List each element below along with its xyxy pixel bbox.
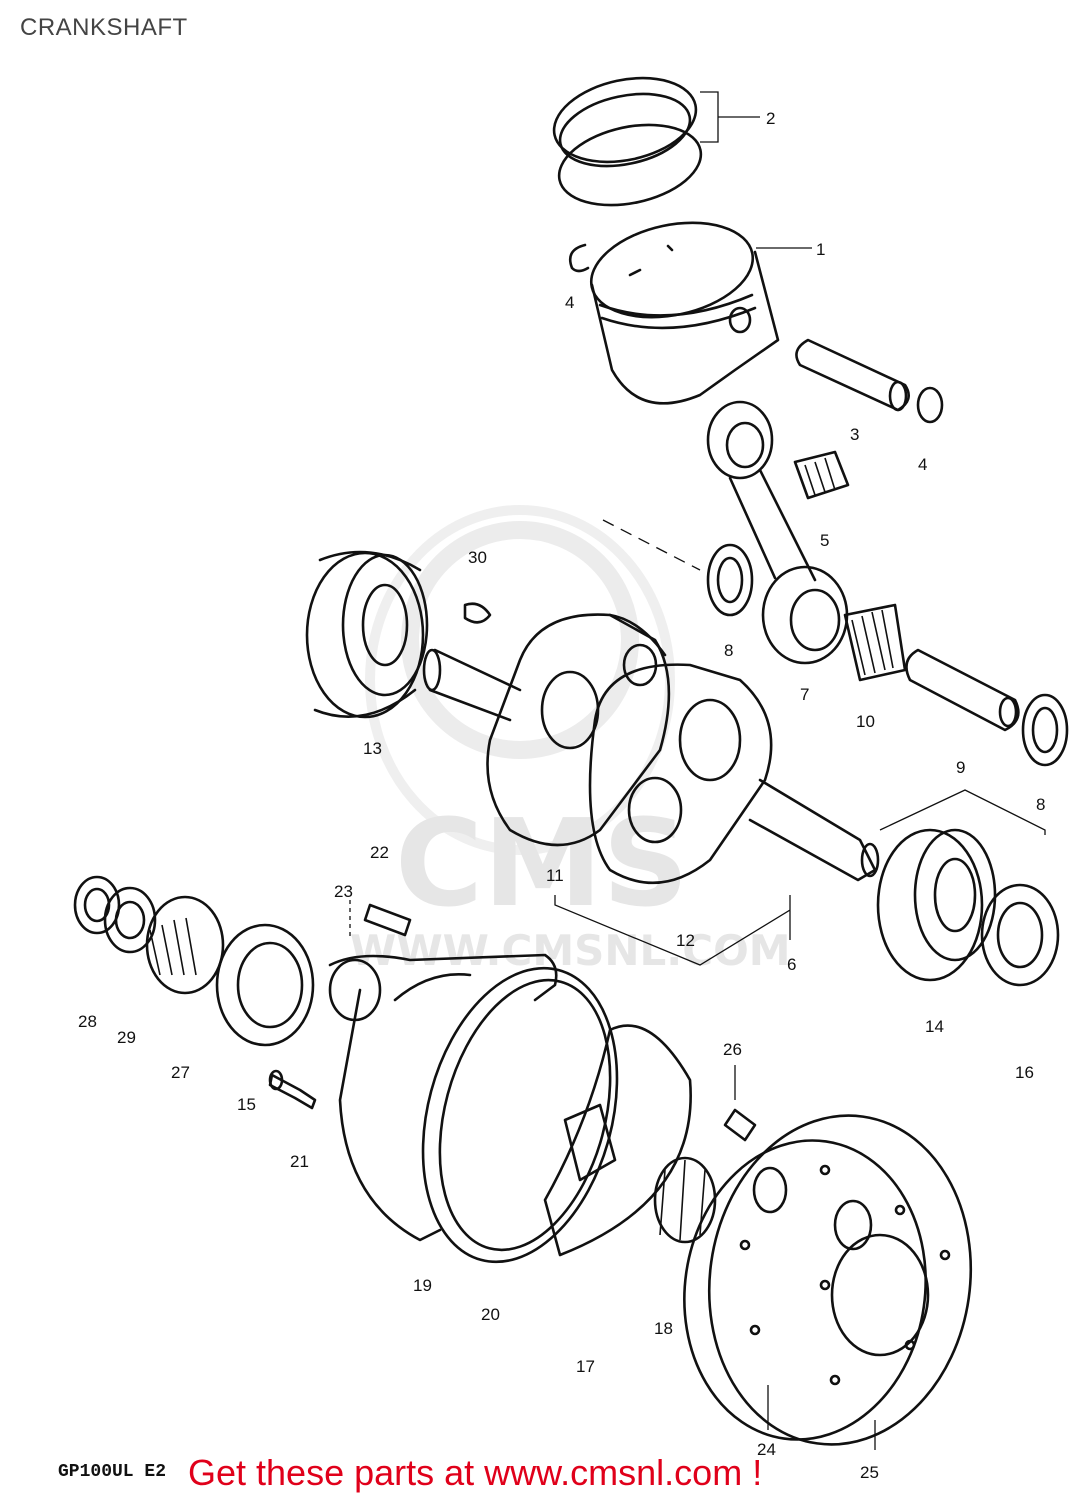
callout-label: 28	[78, 1012, 97, 1031]
callout-label: 18	[654, 1319, 673, 1338]
callout-label: 13	[363, 739, 382, 758]
primary-gear-set	[73, 875, 315, 1047]
clutch-housing	[328, 953, 558, 1242]
piston-pin	[795, 338, 910, 412]
callout-label: 19	[413, 1276, 432, 1295]
watermark: CMS WWW.CMSNL.COM	[350, 505, 791, 975]
right-bearing	[876, 789, 1046, 982]
callout-label: 24	[757, 1440, 776, 1459]
rotor-plate	[543, 1024, 692, 1257]
bolt-26	[723, 1065, 757, 1142]
callout-label: 1	[816, 240, 825, 259]
big-end-bearing	[843, 603, 907, 682]
connecting-rod	[706, 400, 849, 665]
callout-label: 8	[1036, 795, 1045, 814]
left-bearing	[305, 550, 429, 719]
callout-label: 30	[468, 548, 487, 567]
callout-label: 3	[850, 425, 859, 444]
shop-link[interactable]: Get these parts at www.cmsnl.com !	[188, 1452, 763, 1493]
callout-label: 21	[290, 1152, 309, 1171]
callout-label: 20	[481, 1305, 500, 1324]
oil-seal-right	[980, 883, 1060, 987]
callout-label: 12	[676, 931, 695, 950]
dowel-pin	[349, 900, 412, 940]
callout-label: 6	[787, 955, 796, 974]
callout-label: 27	[171, 1063, 190, 1082]
callout-labels: 1 2 3 4 4 5 6 7 8 8 9 10 11 12 13 14 15 …	[78, 109, 1045, 1482]
callout-label: 11	[546, 866, 564, 885]
callout-label: 29	[117, 1028, 136, 1047]
starter-ring	[421, 966, 619, 1264]
crank-pin	[905, 648, 1020, 732]
callout-label: 25	[860, 1463, 879, 1482]
callout-label: 7	[800, 685, 809, 704]
watermark-brand: CMS	[395, 795, 689, 934]
callout-label: 4	[918, 455, 927, 474]
callout-label: 5	[820, 531, 829, 550]
callout-label: 15	[237, 1095, 256, 1114]
model-code: GP100UL E2	[58, 1462, 167, 1482]
callout-label: 23	[334, 882, 353, 901]
callout-label: 8	[724, 641, 733, 660]
callout-label: 10	[856, 712, 875, 731]
thrust-washers	[602, 519, 1069, 767]
woodruff-key	[463, 602, 492, 624]
crankshaft-assembly	[422, 613, 880, 885]
watermark-url: WWW.CMSNL.COM	[350, 926, 791, 975]
small-end-bearing	[793, 450, 850, 500]
callout-label: 4	[565, 293, 574, 312]
callout-label: 17	[576, 1357, 595, 1376]
piston-rings	[552, 76, 760, 207]
sprocket	[653, 1156, 717, 1244]
screw	[268, 1069, 317, 1110]
piston	[589, 221, 812, 405]
callout-label: 2	[766, 109, 775, 128]
callout-label: 16	[1015, 1063, 1034, 1082]
callout-label: 9	[956, 758, 965, 777]
callout-label: 26	[723, 1040, 742, 1059]
callout-label: 14	[925, 1017, 944, 1036]
callout-label: 22	[370, 843, 389, 862]
flywheel	[683, 1114, 973, 1450]
page-title: CRANKSHAFT	[20, 14, 188, 41]
circlips	[568, 243, 944, 424]
leader-6-11-12	[554, 895, 791, 966]
